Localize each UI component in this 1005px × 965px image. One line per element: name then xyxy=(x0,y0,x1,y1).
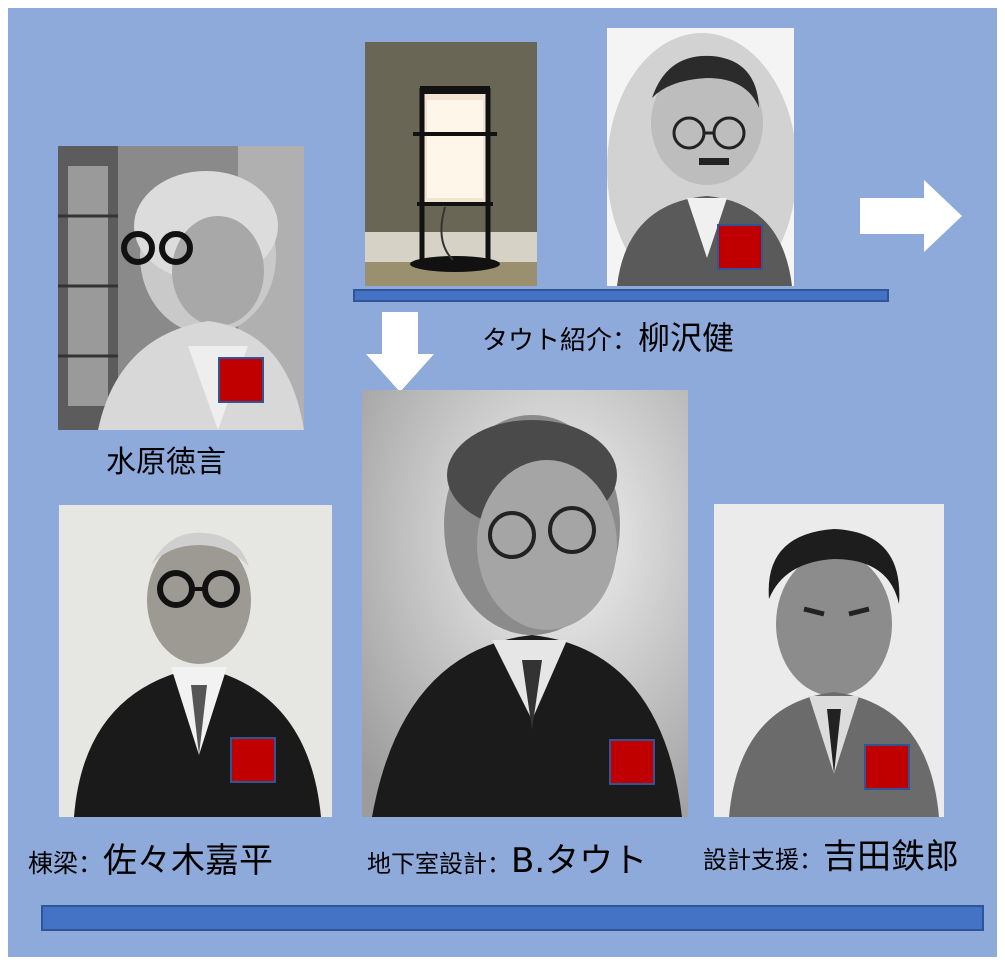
label-design-support-name: 吉田鉄郎 xyxy=(823,837,959,877)
sasaki-portrait xyxy=(59,505,332,817)
mizuhara-portrait xyxy=(58,146,304,430)
marker-yoshida xyxy=(864,744,910,790)
connector-bar-top xyxy=(353,289,889,302)
label-basement-design: 地下室設計：B.タウト xyxy=(367,844,647,878)
label-basement-design-role: 地下室設計： xyxy=(367,850,511,878)
label-master-carpenter-role: 棟梁： xyxy=(28,849,104,878)
label-basement-design-name: B.タウト xyxy=(511,841,648,881)
marker-sasaki xyxy=(230,737,276,783)
yoshida-portrait xyxy=(714,504,944,817)
label-taut-introduction-role: タウト紹介： xyxy=(482,326,639,356)
marker-yanagisawa xyxy=(717,224,763,270)
arrow-down-icon xyxy=(366,312,434,392)
yanagisawa-portrait xyxy=(607,28,794,286)
label-taut-introduction: タウト紹介：柳沢健 xyxy=(482,322,734,354)
label-design-support: 設計支援：吉田鉄郎 xyxy=(703,840,959,874)
label-master-carpenter-name: 佐々木嘉平 xyxy=(103,841,274,881)
marker-mizuhara xyxy=(218,357,264,403)
label-mizuhara: 水原徳言 xyxy=(106,445,226,480)
label-master-carpenter: 棟梁：佐々木嘉平 xyxy=(28,844,273,878)
lamp-photo xyxy=(365,42,537,286)
taut-portrait xyxy=(362,390,688,817)
label-taut-introduction-name: 柳沢健 xyxy=(638,319,735,357)
label-design-support-role: 設計支援： xyxy=(703,846,823,874)
marker-taut xyxy=(609,739,655,785)
arrow-right-icon xyxy=(860,180,962,252)
connector-bar-bottom xyxy=(41,905,984,931)
